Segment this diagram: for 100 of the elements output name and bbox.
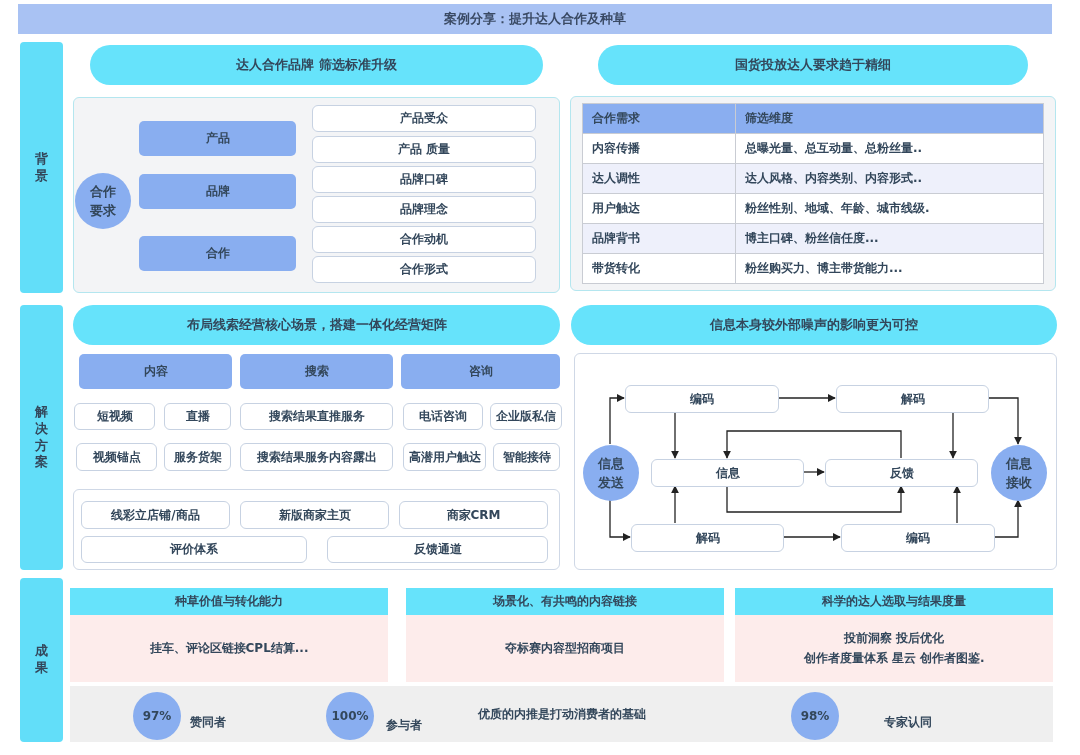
label-text: 咨询 [468,363,493,380]
label-text: 品牌理念 [400,201,448,218]
result-card [70,615,388,682]
item-box [74,403,155,430]
result-header [70,588,388,615]
label-text: 电话咨询 [419,408,467,425]
panel-box [574,353,1057,570]
category-box [139,236,296,271]
category-box [240,354,393,389]
category-box [401,354,560,389]
label-text: 线彩立店铺/商品 [111,506,200,524]
category-box [139,174,296,209]
process-box [651,459,804,487]
label-text: 编码 [906,529,930,547]
item-box [403,403,483,430]
label-text: 科学的达人选取与结果度量 [822,593,966,610]
item-box [399,501,548,529]
item-box [240,443,393,471]
label-text: 种草价值与转化能力 [175,593,283,610]
table-cell: 品牌背书 [583,224,735,253]
label-text: 解码 [695,529,720,547]
label-text: 信息接收 [1006,454,1032,492]
table-cell: 达人调性 [583,164,735,193]
heading-banner [73,305,560,345]
heading-banner [571,305,1057,345]
item-box [490,403,562,430]
label-text: 搜索 [304,363,329,380]
section-band [20,42,63,293]
table-cell: 内容传播 [583,134,735,163]
label-text: 挂车、评论区链接CPL结算... [149,640,309,657]
label-text: 商家CRM [446,506,501,524]
label-text: 合作形式 [400,261,448,278]
label-text: 合作 [205,245,230,262]
label-text: 国货投放达人要求趋于精细 [735,56,891,74]
item-box [312,105,536,132]
label-text: 解决方案 [35,403,48,472]
process-box [631,524,784,552]
label-text: 产品 质量 [397,141,451,158]
summary-band [70,686,1053,742]
item-box [403,443,486,471]
item-box [164,443,231,471]
panel-box [73,489,560,570]
process-box [825,459,978,487]
label-text: 投前洞察 投后优化 [843,630,945,647]
label-text: 布局线索经营核心场景，搭建一体化经营矩阵 [186,316,447,334]
label-text: 合作动机 [400,231,448,248]
item-box [312,196,536,223]
arrow [949,411,957,459]
label-text: 编码 [690,390,714,408]
label-text: 高潜用户触达 [408,448,481,466]
label-text: 98% [800,709,830,723]
label-text: 短视频 [96,408,133,425]
table-cell: 博主口碑、粉丝信任度... [736,224,1043,253]
table-cell: 达人风格、内容类别、内容形式.. [736,164,1043,193]
item-box [240,501,389,529]
section-band [20,305,63,570]
label-text: 新版商家主页 [278,506,351,524]
label-text: 解码 [900,390,925,408]
item-box [312,256,536,283]
label-text: 搜索结果直推服务 [268,408,365,425]
arrow [726,485,905,513]
arrow [782,533,841,541]
label-text: 智能接待 [502,448,551,466]
arrow [671,411,679,459]
header-cell: 合作需求 [583,104,735,133]
item-box [240,403,393,430]
label-text: 优质的内推是打动消费者的基础 [477,705,646,723]
label-text: 服务货架 [173,448,222,466]
item-box [81,536,307,563]
label-text: 成果 [35,643,48,677]
label-text: 反馈通道 [413,541,462,558]
item-box [81,501,230,529]
label-text: 内容 [143,363,168,380]
label-text: 信息本身较外部噪声的影响更为可控 [710,316,918,334]
arrow [993,499,1022,538]
label-text: 评价体系 [170,541,218,558]
title-bar: 案例分享：提升达人合作及种草 [18,4,1052,34]
item-box [327,536,548,563]
arrow [671,485,679,524]
section-band [20,578,63,742]
label-text: 100% [331,709,369,723]
label-text: 97% [142,709,172,723]
topic-circle [991,445,1047,501]
label-text: 直播 [185,408,210,425]
caption-text: 参与者 [386,717,422,734]
label-text: 夺标赛内容型招商项目 [505,640,625,657]
caption-text: 赞同者 [190,714,226,731]
table-cell: 带货转化 [583,254,735,283]
heading-banner [90,45,543,85]
table-cell: 用户触达 [583,194,735,223]
label-text: 信息发送 [598,454,624,492]
label-text: 产品受众 [400,110,448,127]
arrow [777,394,836,402]
topic-circle [75,173,131,229]
arrow [609,499,631,541]
label-text: 产品 [205,130,230,147]
arrow [609,394,625,445]
label-text: 品牌口碑 [400,171,448,188]
label-text: 场景化、有共鸣的内容链接 [493,593,637,610]
item-box [76,443,157,471]
